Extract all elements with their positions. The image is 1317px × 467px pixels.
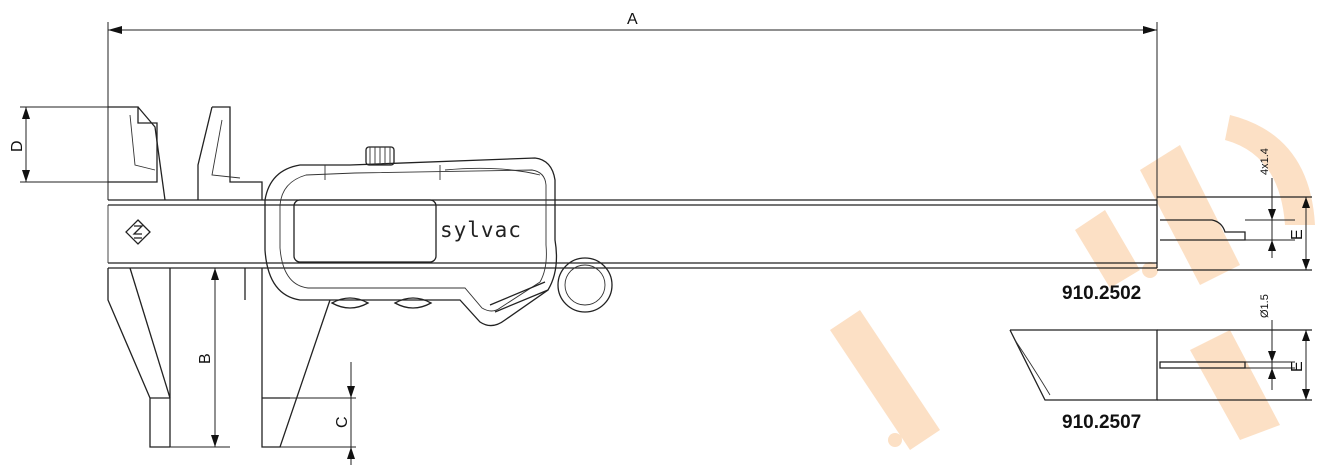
bottom-button-right <box>393 297 433 309</box>
detail-top: 4x1.4 E 910.2502 <box>1062 148 1312 304</box>
sliding-jaw <box>197 106 331 448</box>
dimension-d: D <box>9 106 138 183</box>
brand-name: sylvac <box>440 218 522 242</box>
dimension-c: C <box>262 362 356 465</box>
model-top: 910.2502 <box>1062 283 1141 304</box>
thumb-wheel <box>557 257 613 313</box>
detail-bottom: Ø1.5 E 910.2507 <box>1009 294 1312 433</box>
label-notch-top: 4x1.4 <box>1259 148 1271 175</box>
label-a: A <box>627 11 638 28</box>
label-b: B <box>197 353 214 364</box>
sylvac-logo-icon <box>125 219 151 245</box>
caliper-beam <box>107 199 1158 269</box>
bottom-button-left <box>330 297 370 309</box>
label-e-bottom: E <box>1289 361 1306 372</box>
lcd-display <box>293 199 437 263</box>
label-e-top: E <box>1289 229 1306 240</box>
dimension-a: A <box>107 11 1158 200</box>
fixed-jaw <box>107 106 171 448</box>
model-bottom: 910.2507 <box>1062 412 1141 433</box>
dimension-b: B <box>170 267 230 448</box>
digital-head: sylvac <box>264 146 613 327</box>
label-c: C <box>334 416 351 428</box>
label-d: D <box>9 140 26 152</box>
label-notch-bottom: Ø1.5 <box>1259 294 1271 318</box>
